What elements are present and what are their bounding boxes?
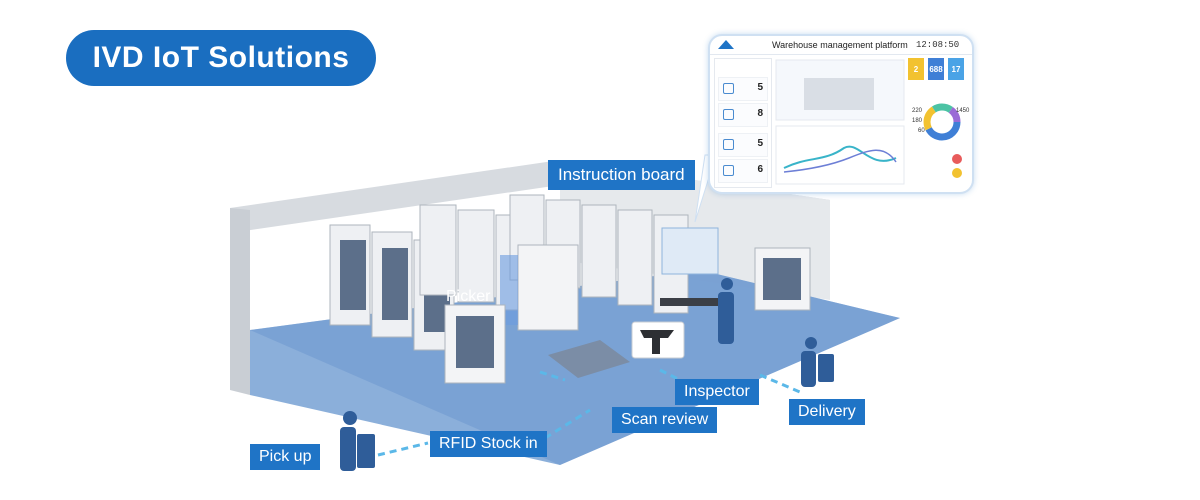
swap-icon [723,139,734,150]
donut-label: 220 [912,108,923,114]
dashboard-panel: Warehouse management platform 12:08:50 5… [708,34,974,194]
donut-label: 180 [912,118,923,124]
picker-door [517,244,579,331]
dashboard-sidebar: 5 8 5 6 [714,58,772,188]
line-chart-panel [775,125,905,185]
front-cabinet-left-door [456,316,494,368]
donut-label: 60 [918,128,925,134]
delivery-person-figure [801,337,834,387]
page-title: IVD IoT Solutions [66,30,376,86]
inspector-desk [660,298,730,306]
kpi-tile: 2 [908,58,924,80]
dashboard-header [710,36,972,55]
sidebar-stat: 5 [718,133,768,157]
warning-dot [952,168,962,178]
sidebar-stat: 5 [718,77,768,101]
left-wall [230,208,250,395]
sidebar-stat: 6 [718,159,768,183]
sidebar-stat: 8 [718,103,768,127]
alert-dot [952,154,962,164]
line-series-1 [783,145,897,169]
dashboard-title: Warehouse management platform [772,40,908,50]
label-rfid-stock-in: RFID Stock in [430,431,547,457]
label-instruction-board: Instruction board [548,160,695,190]
instruction-board-screen [661,227,719,275]
label-inspector: Inspector [675,379,759,405]
calendar-icon [723,165,734,176]
warehouse-3d-shelves [804,78,874,110]
label-picker: Picker [446,288,491,305]
kpi-tile: 688 [928,58,944,80]
donut-chart [923,103,961,141]
scanner-icon [640,330,674,354]
pickup-person-figure [340,411,375,471]
dashboard-main [775,59,905,185]
kpi-tile: 17 [948,58,964,80]
pallet [548,340,630,378]
dashboard-clock: 12:08:50 [916,40,960,50]
front-cabinet-right-door [763,258,801,300]
line-series-2 [783,149,897,173]
inspector-figure [718,278,734,344]
logo-icon [718,40,734,49]
task-icon [723,83,734,94]
label-scan-review: Scan review [612,407,718,433]
label-pick-up: Pick up [250,444,321,470]
label-delivery: Delivery [789,399,865,425]
edit-icon [723,109,734,120]
donut-label: 1450 [956,108,970,114]
